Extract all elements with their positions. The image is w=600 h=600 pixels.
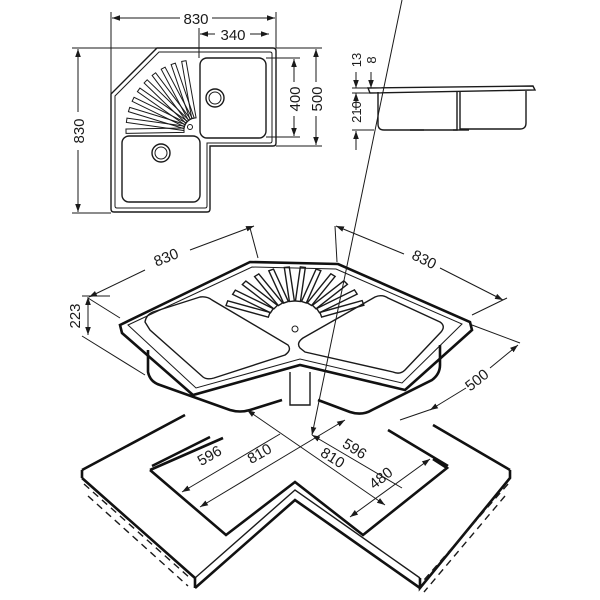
dim-top-340: 340: [220, 27, 245, 44]
counter-edge-right-top: [432, 423, 511, 472]
top-drainboard-rib: [136, 87, 189, 126]
iso-right-bowl: [297, 295, 444, 374]
dim-223: 223: [67, 303, 84, 328]
iso-drainboard-rib: [319, 299, 365, 318]
top-drainboard-rib: [160, 66, 193, 122]
iso-drainboard-rib: [231, 289, 275, 314]
dim-line: [349, 458, 431, 518]
dim-line: [439, 267, 504, 301]
dim-cut-596-left: 596: [195, 442, 225, 469]
dim-iso-830-right: 830: [409, 247, 439, 273]
top-drainboard-rib: [170, 62, 195, 121]
iso-overflow-hole: [291, 325, 299, 333]
dim-210: 210: [349, 101, 364, 123]
dim-cut-810-left: 810: [245, 440, 275, 467]
ext-line: [249, 227, 259, 259]
iso-drainboard-rib: [225, 299, 271, 319]
side-view: 13 8 210: [349, 53, 537, 150]
iso-drainboard-ribs: [225, 266, 365, 319]
iso-right-bowl-side: [317, 345, 442, 415]
side-bowl-left: [377, 92, 458, 131]
counter-right-side: [418, 470, 512, 592]
dim-13: 13: [349, 53, 364, 67]
iso-drainboard-rib: [267, 268, 290, 304]
iso-center-leg: [289, 372, 311, 406]
dim-line: [429, 387, 467, 411]
iso-rim-outline: [118, 260, 474, 397]
iso-drainboard-rib: [294, 266, 307, 303]
top-sink-outline: [110, 47, 277, 213]
counter-left-side: [81, 477, 197, 588]
dim-400: 400: [287, 86, 304, 111]
top-drainboard-rib: [181, 60, 197, 120]
counter-break-right-2: [423, 495, 506, 593]
top-right-drain-inner: [208, 91, 222, 105]
iso-drainboard-rib: [315, 288, 359, 314]
ext-line: [87, 297, 121, 319]
counter-front-lower-edge: [194, 498, 421, 590]
cutout-back-right: [387, 428, 449, 468]
top-drainboard-rib: [151, 72, 192, 123]
top-right-drain: [205, 88, 225, 108]
dim-line: [88, 269, 146, 298]
ext-line: [471, 297, 508, 316]
iso-drainboard-rib: [300, 268, 322, 304]
top-sink-inner-outline: [114, 51, 273, 209]
counter-break-left-1: [83, 483, 191, 579]
iso-drainboard-rib: [253, 272, 284, 307]
ext-line: [471, 324, 521, 344]
top-drainboard-rib: [125, 117, 185, 132]
dim-line: [335, 225, 405, 255]
countertop: 596 810 596 810 480: [80, 0, 512, 593]
iso-view: 830 830 223 500: [67, 225, 521, 421]
dim-8: 8: [364, 56, 379, 63]
top-drainboard-ribs: [125, 60, 197, 134]
top-drainboard-rib: [131, 96, 187, 128]
iso-drainboard-rib: [283, 266, 296, 303]
cutout-outline: [149, 436, 450, 537]
dim-500: 500: [309, 86, 326, 111]
top-right-bowl: [199, 57, 267, 139]
top-overflow-hole: [187, 124, 193, 130]
top-left-drain-inner: [154, 146, 168, 160]
dim-cut-480: 480: [366, 464, 396, 493]
ext-line: [399, 407, 436, 421]
counter-break-right-1: [423, 483, 509, 581]
top-view: 830 340 830 400 500: [71, 11, 326, 214]
iso-left-bowl: [144, 296, 291, 380]
dim-line: [310, 0, 403, 436]
counter-edge-left-top: [81, 413, 186, 472]
top-left-bowl: [121, 135, 201, 203]
top-drainboard-rib: [143, 79, 190, 124]
dim-iso-830-left: 830: [152, 245, 182, 270]
counter-break-left-2: [87, 495, 189, 587]
dim-left-830: 830: [71, 118, 88, 143]
iso-drainboard-rib: [306, 272, 337, 307]
dim-line: [199, 419, 346, 508]
dim-line: [489, 344, 519, 369]
dim-line: [189, 225, 255, 251]
iso-rim-inner: [127, 266, 463, 389]
dim-top-830: 830: [183, 11, 208, 28]
dim-iso-500: 500: [462, 366, 492, 395]
side-bowl-right: [459, 91, 527, 130]
iso-drainboard-rib: [241, 280, 279, 310]
top-left-drain: [151, 143, 171, 163]
top-drainboard-rib: [127, 106, 186, 130]
top-drainboard-rib: [125, 127, 185, 134]
side-rim: [366, 85, 537, 94]
iso-left-bowl-side: [146, 350, 283, 413]
iso-drainboard-rib: [311, 279, 349, 310]
ext-line: [81, 335, 146, 376]
ext-line: [334, 225, 338, 263]
